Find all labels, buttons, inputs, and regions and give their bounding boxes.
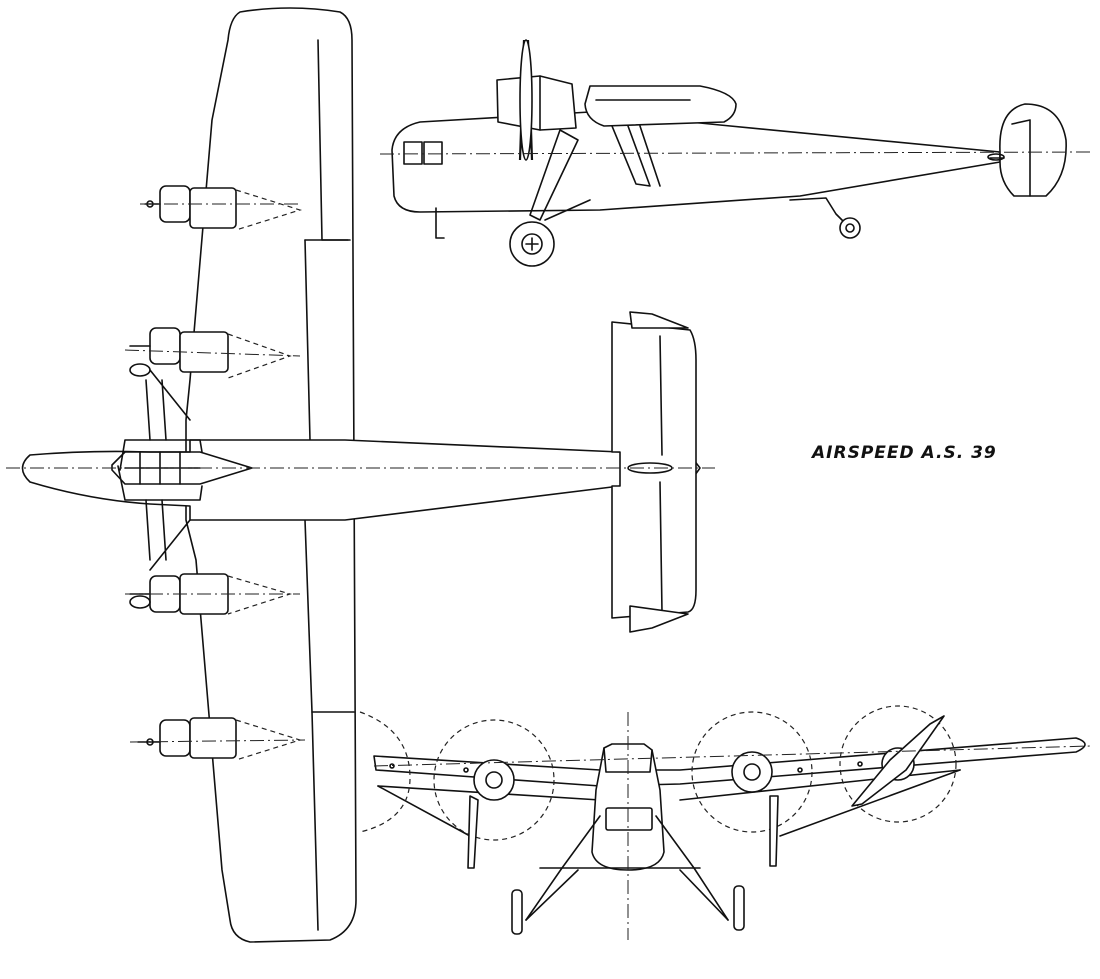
plan-cockpit	[111, 451, 253, 485]
front-propeller	[851, 715, 945, 807]
front-view	[359, 705, 1091, 940]
side-wing	[584, 85, 737, 127]
side-view	[379, 39, 1091, 267]
side-fin	[999, 103, 1067, 197]
front-wing	[373, 737, 1086, 787]
plan-tailplane	[611, 321, 697, 619]
side-fuselage	[391, 111, 1001, 213]
drawing-title: AIRSPEED A.S. 39	[810, 443, 997, 463]
front-fuselage	[591, 743, 665, 871]
plan-view	[6, 7, 715, 943]
